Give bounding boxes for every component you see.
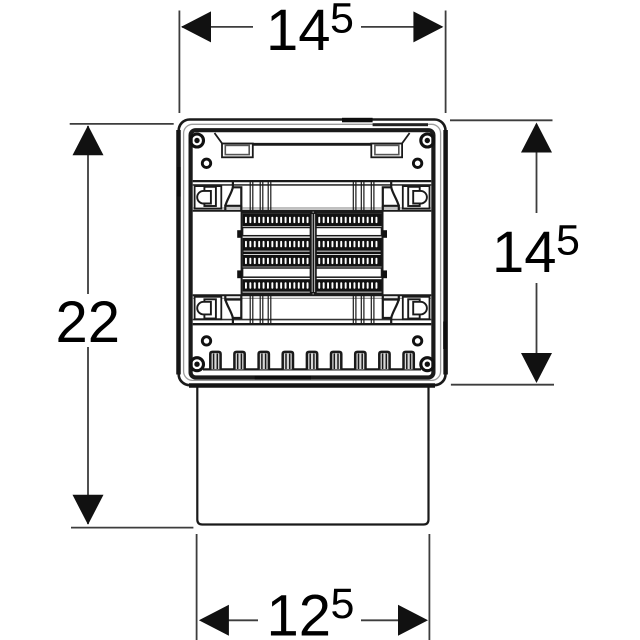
svg-text:5: 5 — [331, 580, 355, 628]
svg-text:5: 5 — [556, 217, 580, 265]
svg-text:14: 14 — [492, 220, 557, 285]
svg-text:14: 14 — [266, 0, 331, 63]
svg-text:22: 22 — [56, 290, 121, 355]
svg-text:5: 5 — [330, 0, 354, 43]
svg-text:12: 12 — [267, 584, 332, 640]
